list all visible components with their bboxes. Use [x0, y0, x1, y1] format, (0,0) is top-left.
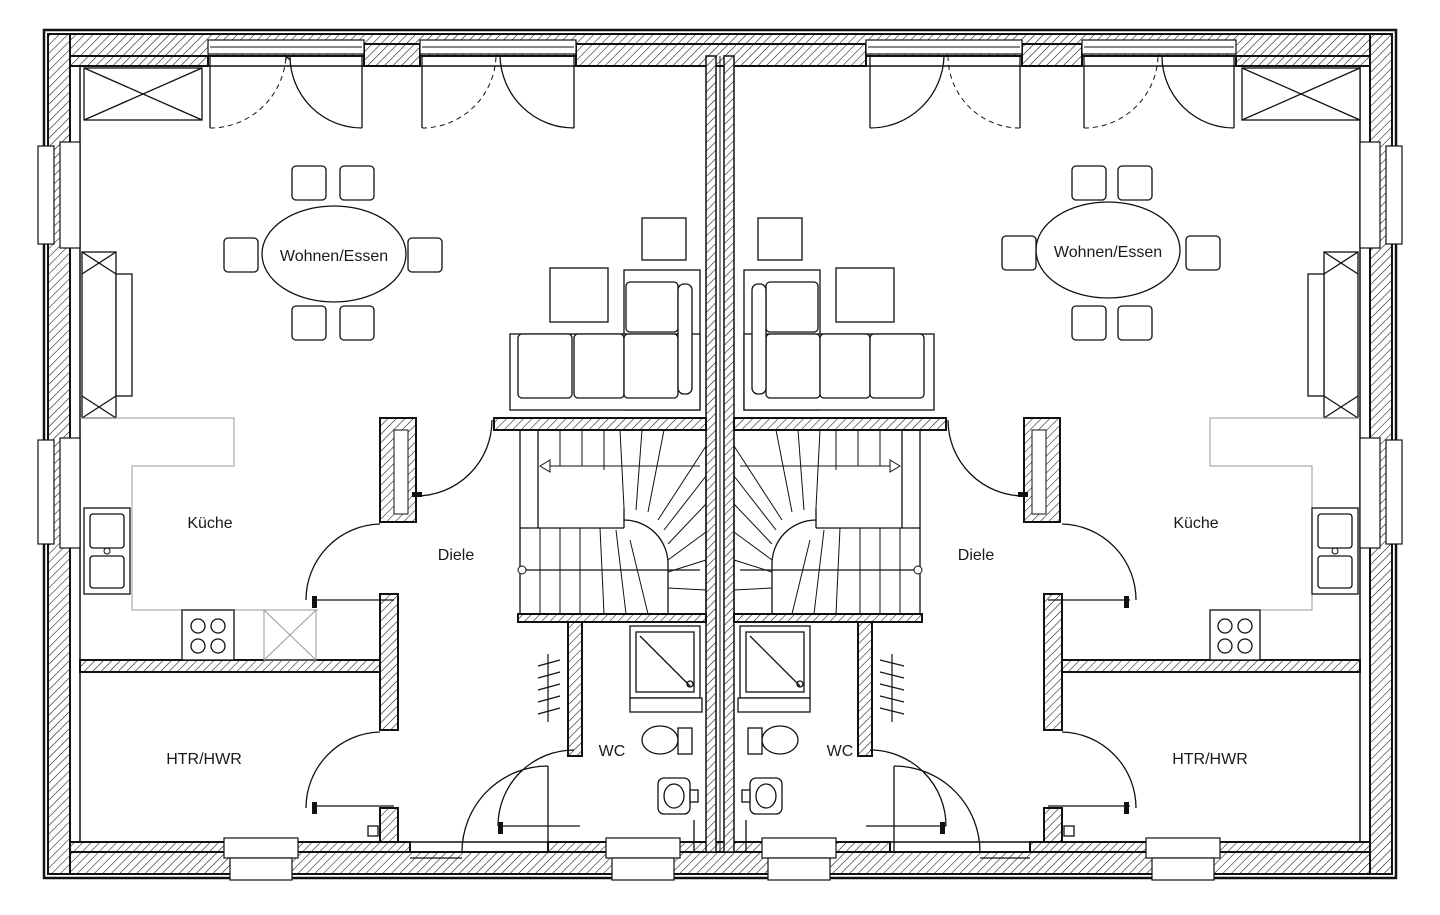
interior-walls-right [733, 417, 1361, 843]
stairs-left [517, 429, 707, 615]
bottom-windows [223, 837, 1221, 881]
room-label-utility-right: HTR/HWR [1172, 751, 1248, 768]
room-label-wc-left: WC [599, 743, 626, 760]
dining-set-left [223, 165, 443, 341]
room-label-living-left: Wohnen/Essen [280, 248, 388, 265]
stairs-right [733, 429, 923, 615]
top-wall-segments [69, 43, 1371, 67]
room-label-kitchen-left: Küche [187, 515, 232, 532]
room-label-living-right: Wohnen/Essen [1054, 244, 1162, 261]
corner-boxes [83, 67, 1361, 121]
room-label-hall-left: Diele [438, 547, 475, 564]
sofa-right [743, 217, 935, 411]
doors-left [305, 419, 580, 859]
top-windows [207, 39, 1237, 55]
patio-doors-right [869, 55, 1235, 129]
room-labels: Wohnen/Essen Wohnen/Essen Küche Küche Di… [166, 244, 1248, 768]
wc-fixtures-left [629, 625, 703, 852]
side-cabinets [81, 251, 1359, 419]
patio-doors-left [209, 55, 575, 129]
side-windows [37, 141, 1403, 549]
interior-walls-left [79, 417, 707, 843]
kitchen-right [1209, 417, 1360, 661]
room-label-hall-right: Diele [958, 547, 995, 564]
wc-fixtures-right [737, 625, 811, 852]
doors-right [866, 419, 1137, 859]
room-label-utility-left: HTR/HWR [166, 751, 242, 768]
party-wall [705, 55, 735, 853]
kitchen-left [80, 417, 318, 661]
sofa-left [509, 217, 701, 411]
dining-set-right [1001, 165, 1221, 341]
room-label-wc-right: WC [827, 743, 854, 760]
room-label-kitchen-right: Küche [1173, 515, 1218, 532]
